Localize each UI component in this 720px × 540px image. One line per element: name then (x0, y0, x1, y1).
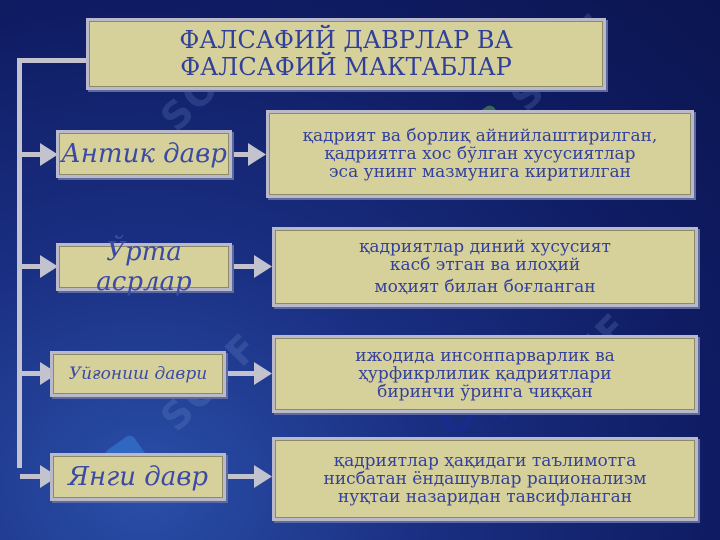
period-middle-ages: Ўрта асрлар (56, 237, 232, 297)
desc-line: эса унинг мазмунига киритилган (329, 162, 631, 182)
desc-line: биринчи ўринга чиққан (377, 382, 593, 402)
desc-line: нуқтаи назаридан тавсифланган (337, 487, 633, 507)
desc-line: нисбатан ёндашувлар рационализм (323, 469, 647, 489)
timeline-vertical-connector (17, 58, 22, 468)
desc-line: моҳият билан боғланган (374, 277, 596, 297)
connector-title (17, 58, 87, 63)
desc-line: ижодида инсонпарварлик ва (355, 346, 615, 366)
page-title: ФАЛСАФИЙ ДАВРЛАР ВА ФАЛСАФИЙ МАКТАБЛАР (86, 18, 606, 90)
period-modern: Янги давр (50, 453, 226, 501)
desc-line: ҳурфикрлилик қадриятлари (358, 364, 612, 384)
title-line-2: ФАЛСАФИЙ МАКТАБЛАР (180, 53, 512, 81)
desc-line: қадриятлар диний хусусият (359, 237, 611, 257)
desc-middle-ages: қадриятлар диний хусусият касб этган ва … (272, 227, 698, 307)
desc-antique: қадрият ва борлиқ айнийлаштирилган, қадр… (266, 110, 694, 198)
desc-renaissance: ижодида инсонпарварлик ва ҳурфикрлилик қ… (272, 335, 698, 413)
desc-line: қадриятга хос бўлган хусусиятлар (324, 144, 636, 164)
title-line-1: ФАЛСАФИЙ ДАВРЛАР ВА (179, 26, 513, 54)
period-renaissance: Уйғониш даври (50, 351, 226, 397)
period-antique: Антик давр (56, 130, 232, 178)
desc-line: қадриятлар ҳақидаги таълимотга (333, 451, 637, 471)
desc-line: қадрият ва борлиқ айнийлаштирилган, (302, 126, 658, 146)
desc-line: касб этган ва илоҳий (389, 255, 581, 275)
desc-modern: қадриятлар ҳақидаги таълимотга нисбатан … (272, 437, 698, 521)
